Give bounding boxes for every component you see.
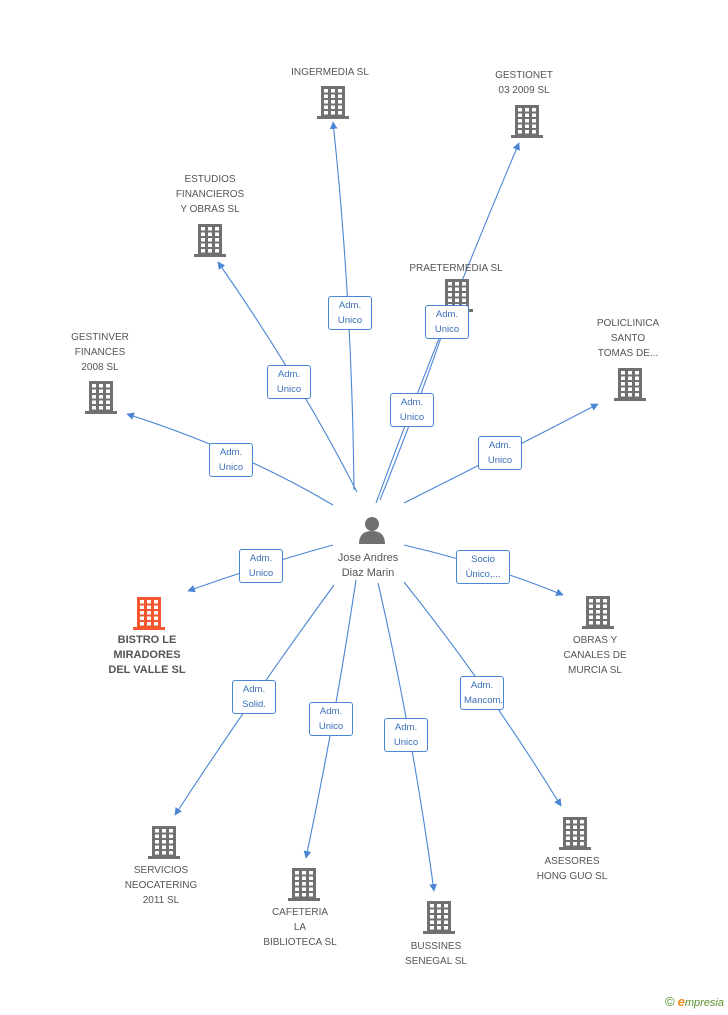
role-label-gestinver[interactable]: Adm. Unico [209,443,253,477]
role-label-bussines[interactable]: Adm. Unico [384,718,428,752]
building-icon-bussines[interactable] [423,901,455,934]
role-label-gestionet[interactable]: Adm. Unico [390,393,434,427]
building-icon-asesores[interactable] [559,817,591,850]
role-label-estudios[interactable]: Adm. Unico [267,365,311,399]
company-name-gestinver[interactable]: GESTINVER FINANCES 2008 SL [71,332,129,373]
center-person-name[interactable]: Jose Andres Diaz Marin [337,552,399,579]
building-icon-ingermedia[interactable] [317,86,349,119]
building-icon-cafeteria[interactable] [288,868,320,901]
brand-name: mpresia [684,997,724,1009]
building-icon-estudios[interactable] [194,224,226,257]
building-icon-gestionet[interactable] [511,105,543,138]
company-name-bussines[interactable]: BUSSINES SENEGAL SL [405,941,467,967]
person-icon[interactable] [359,517,385,544]
role-label-asesores[interactable]: Adm. Mancom. [460,676,504,710]
building-icon-servicios[interactable] [148,826,180,859]
company-name-policlinica[interactable]: POLICLINICA SANTO TOMAS DE... [596,318,660,359]
company-name-asesores[interactable]: ASESORES HONG GUO SL [536,856,608,882]
company-name-estudios[interactable]: ESTUDIOS FINANCIEROS Y OBRAS SL [175,174,245,215]
copyright-symbol: © [664,994,675,1009]
company-name-gestionet[interactable]: GESTIONET 03 2009 SL [495,70,553,96]
brand-initial: e [677,994,685,1009]
company-name-cafeteria[interactable]: CAFETERIA LA BIBLIOTECA SL [263,907,337,948]
company-name-bistro[interactable]: BISTRO LE MIRADORES DEL VALLE SL [108,634,186,676]
building-icon-obras[interactable] [582,596,614,629]
role-label-ingermedia[interactable]: Adm. Unico [328,296,372,330]
company-name-ingermedia[interactable]: INGERMEDIA SL [291,67,369,78]
role-label-servicios[interactable]: Adm. Solid. [232,680,276,714]
role-label-policlinica[interactable]: Adm. Unico [478,436,522,470]
company-name-praetermedia[interactable]: PRAETERMEDIA SL [409,263,503,274]
role-label-cafeteria[interactable]: Adm. Unico [309,702,353,736]
company-name-servicios[interactable]: SERVICIOS NEOCATERING 2011 SL [124,865,198,906]
role-label-bistro[interactable]: Adm. Unico [239,549,283,583]
building-icon-policlinica[interactable] [614,368,646,401]
company-name-obras[interactable]: OBRAS Y CANALES DE MURCIA SL [563,635,627,676]
building-icon-gestinver[interactable] [85,381,117,414]
role-label-praetermedia[interactable]: Adm. Unico [425,305,469,339]
role-label-obras[interactable]: Socio Único,... [456,550,510,584]
footer-brand: © empresia [665,994,724,1009]
building-icon-bistro[interactable] [133,597,165,630]
